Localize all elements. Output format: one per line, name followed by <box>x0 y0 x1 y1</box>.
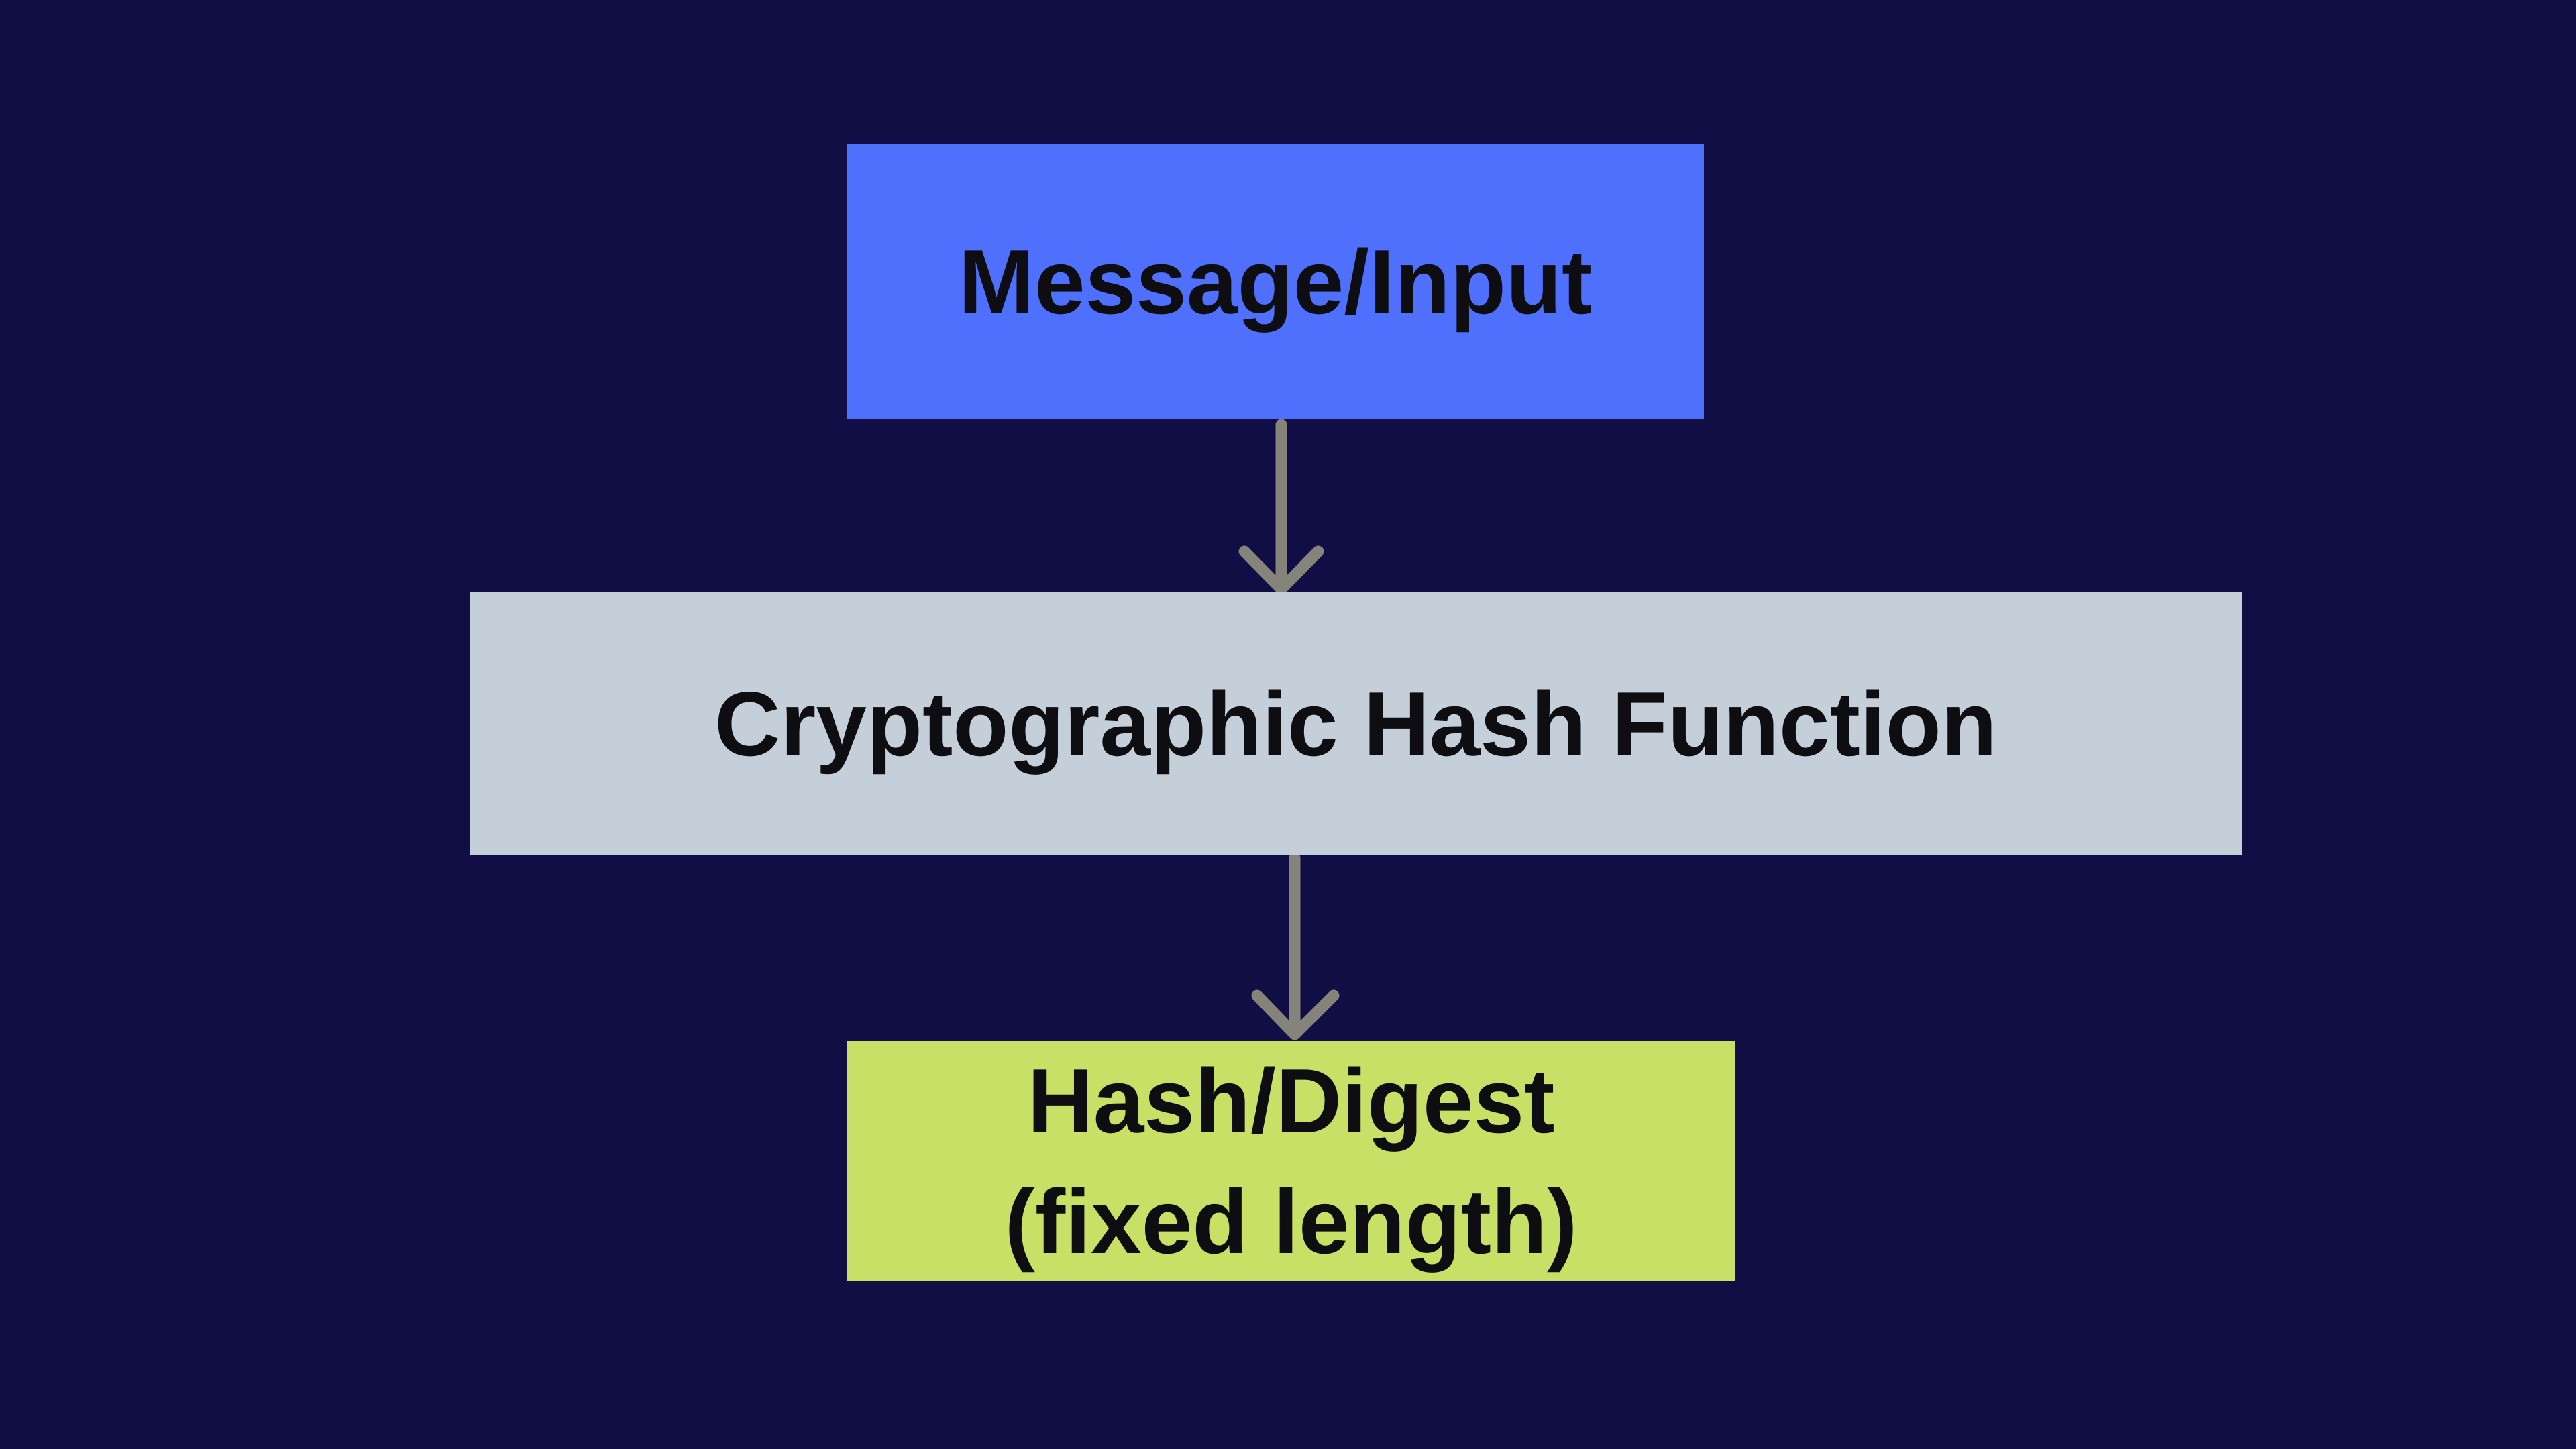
node-hash-digest-line1: Hash/Digest <box>1027 1050 1555 1152</box>
node-hash-digest-line2: (fixed length) <box>1004 1171 1578 1273</box>
arrow-down-icon <box>1238 419 1324 595</box>
arrow-down-icon <box>1251 855 1340 1040</box>
node-hash-function: Cryptographic Hash Function <box>470 592 2242 855</box>
node-hash-digest: Hash/Digest (fixed length) <box>847 1041 1735 1281</box>
node-message-input-label: Message/Input <box>958 231 1593 333</box>
node-message-input: Message/Input <box>847 144 1704 419</box>
node-hash-function-label: Cryptographic Hash Function <box>714 673 1997 775</box>
